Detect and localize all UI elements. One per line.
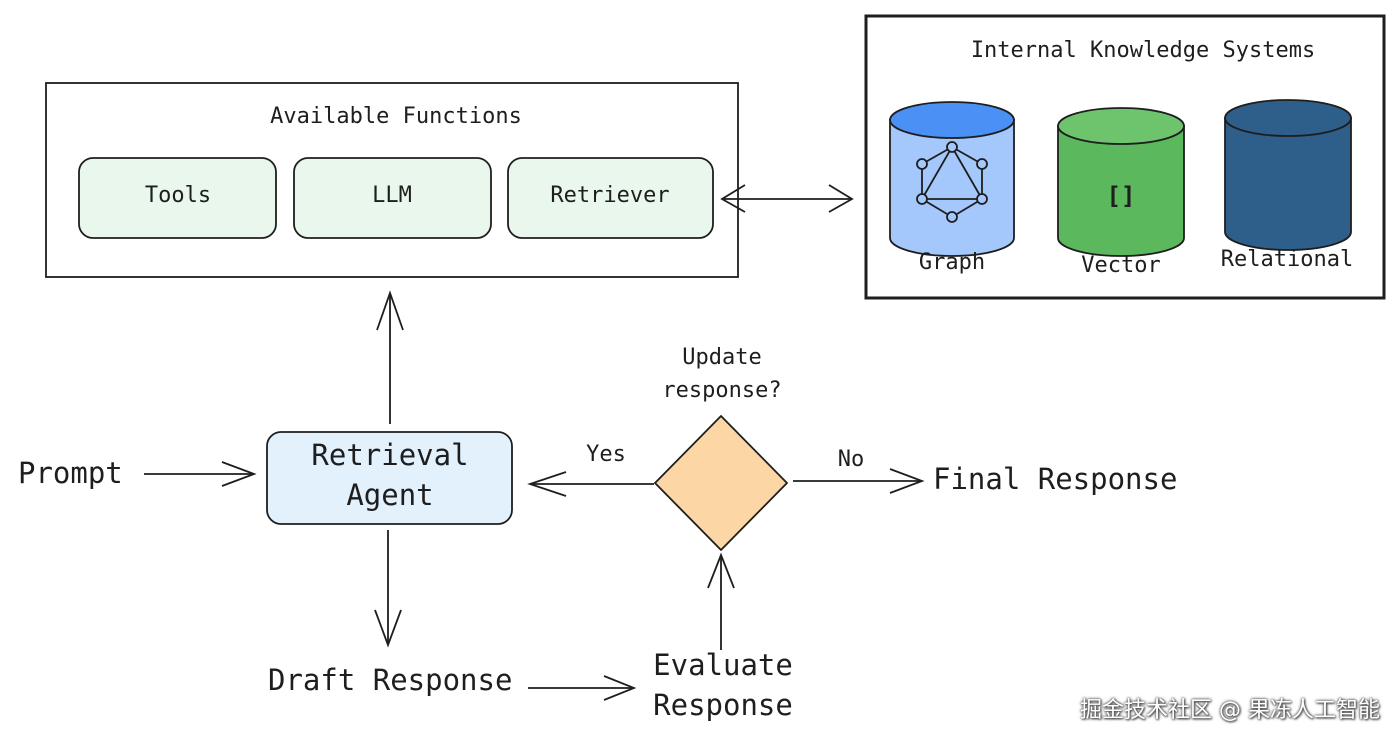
vector-label: Vector bbox=[1081, 253, 1161, 278]
llm-label: LLM bbox=[372, 183, 412, 208]
final-response-label: Final Response bbox=[933, 462, 1178, 496]
knowledge-panel-frame bbox=[864, 14, 1386, 300]
evaluate-label-line1: Evaluate bbox=[653, 648, 793, 682]
vector-symbol: [] bbox=[1106, 182, 1136, 210]
functions-panel-frame bbox=[45, 82, 739, 278]
functions-panel-title: Available Functions bbox=[270, 104, 522, 129]
retriever-label: Retriever bbox=[550, 183, 670, 208]
evaluate-to-decision-arrow bbox=[707, 552, 735, 650]
no-label: No bbox=[837, 447, 865, 472]
prompt-label: Prompt bbox=[18, 456, 123, 490]
knowledge-panel-title: Internal Knowledge Systems bbox=[970, 38, 1316, 63]
llm-box bbox=[293, 157, 492, 239]
retriever-box bbox=[507, 157, 714, 239]
decision-to-agent-arrow bbox=[527, 471, 654, 497]
tools-box bbox=[78, 157, 277, 239]
draft-response-label: Draft Response bbox=[268, 663, 513, 697]
decision-label-line2: response? bbox=[662, 378, 782, 403]
evaluate-label-line2: Response bbox=[653, 688, 793, 722]
relational-label: Relational bbox=[1220, 247, 1354, 272]
decision-to-final-arrow bbox=[793, 468, 925, 494]
decision-diamond bbox=[654, 415, 788, 551]
relational-cylinder bbox=[1224, 99, 1352, 251]
agent-to-draft-arrow bbox=[374, 530, 402, 648]
prompt-to-agent-arrow bbox=[144, 461, 257, 487]
agent-label-line2: Agent bbox=[346, 478, 434, 512]
tools-label: Tools bbox=[144, 183, 212, 208]
decision-label-line1: Update bbox=[682, 345, 762, 370]
graph-cylinder bbox=[889, 101, 1015, 257]
draft-to-evaluate-arrow bbox=[528, 675, 637, 701]
yes-label: Yes bbox=[586, 442, 626, 467]
graph-network-icon bbox=[916, 141, 988, 223]
retrieval-agent-box bbox=[266, 431, 513, 525]
graph-label: Graph bbox=[918, 250, 986, 275]
retriever-knowledge-arrow bbox=[720, 184, 854, 213]
agent-label-line1: Retrieval bbox=[311, 438, 469, 472]
agent-to-functions-arrow bbox=[376, 290, 404, 424]
vector-cylinder bbox=[1057, 107, 1185, 257]
watermark-text: 掘金技术社区 @ 果冻人工智能 bbox=[1080, 698, 1380, 723]
